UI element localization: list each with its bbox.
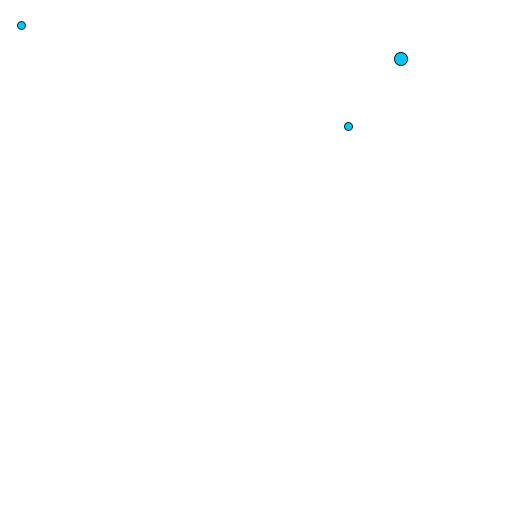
dot-2[interactable] bbox=[394, 52, 408, 66]
dot-3[interactable] bbox=[344, 122, 353, 131]
dot-1[interactable] bbox=[17, 21, 26, 30]
